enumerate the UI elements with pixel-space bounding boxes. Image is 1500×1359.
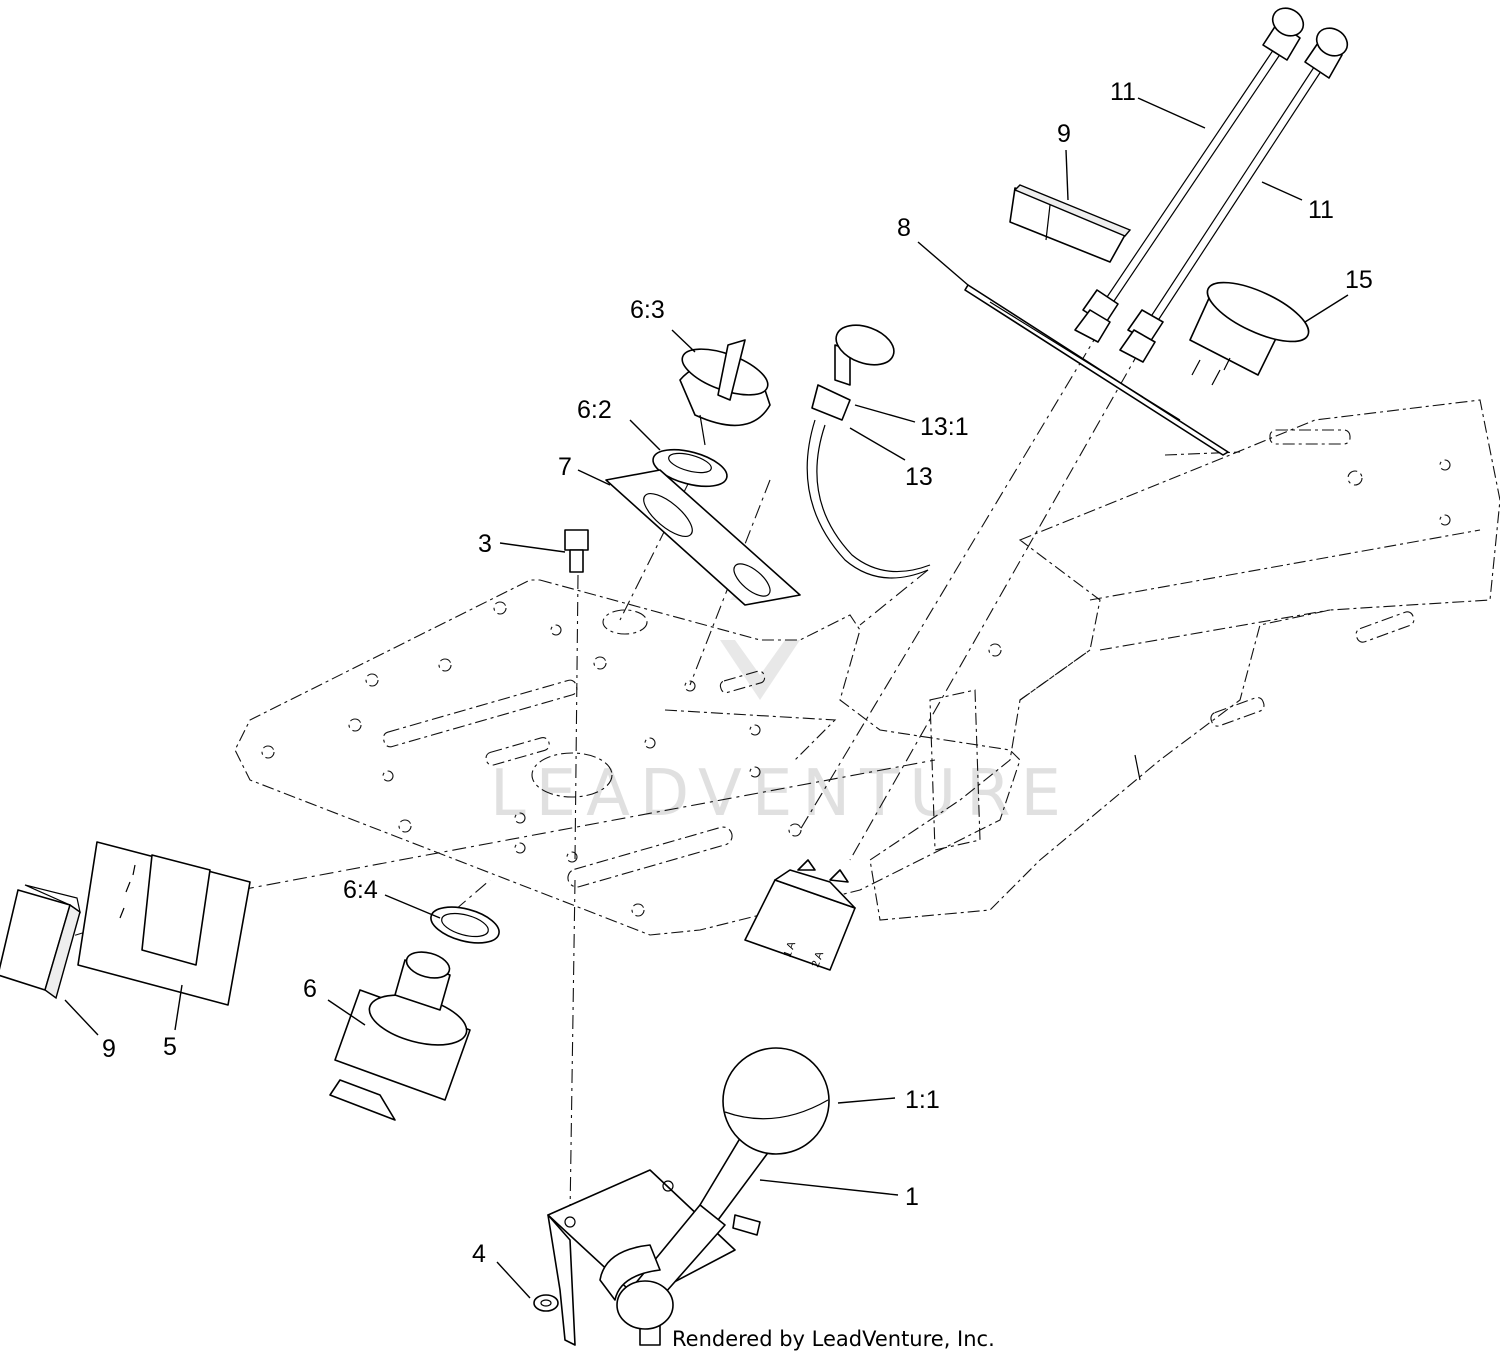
key-6-3	[679, 339, 771, 446]
callout-1: 1	[905, 1183, 919, 1211]
gauge-15	[1189, 281, 1310, 386]
connector-pin-2-mark: 2 A	[810, 949, 827, 969]
callout-6-3: 6:3	[630, 296, 665, 324]
callout-6-2: 6:2	[577, 396, 612, 424]
connector-pin-1-mark: 1 A	[782, 939, 799, 959]
washer-6-4	[430, 906, 500, 944]
callout-4: 4	[472, 1240, 486, 1268]
blade-8	[964, 284, 1229, 456]
callout-13: 13	[905, 463, 933, 491]
callout-labels: 11 11 9 8 15 6:3 6:2 13:1 13 7 3 6:4 6 9…	[102, 78, 1373, 1268]
connector-block: 1 A 2 A	[744, 859, 856, 971]
ignition-switch-6	[329, 951, 471, 1121]
render-credit: Rendered by LeadVenture, Inc.	[672, 1327, 995, 1351]
indicator-lamp-a	[1074, 7, 1305, 343]
nut-6-2	[652, 448, 728, 488]
callout-7: 7	[558, 453, 572, 481]
callout-11-lower: 11	[1308, 196, 1334, 224]
bolt-3	[564, 529, 589, 573]
decal-5	[77, 841, 251, 1006]
leader-lines	[64, 97, 1349, 1299]
callout-9-lower: 9	[102, 1035, 116, 1063]
callout-3: 3	[478, 530, 492, 558]
shift-lever-1	[547, 1047, 830, 1346]
callout-15: 15	[1345, 266, 1373, 294]
watermark-text: LEADVENTURE	[490, 757, 1071, 831]
decal-7	[605, 469, 801, 606]
callout-6: 6	[303, 975, 317, 1003]
cable-13	[806, 324, 931, 579]
indicator-lamp-b	[1119, 27, 1349, 363]
plug-lower	[0, 884, 81, 1000]
nut-4	[533, 1294, 559, 1312]
plug-upper	[1009, 184, 1132, 263]
frame-tower	[869, 399, 1500, 921]
callout-13-1: 13:1	[920, 413, 969, 441]
base-plate	[234, 579, 1021, 936]
callout-1-1: 1:1	[905, 1086, 940, 1114]
callout-8: 8	[897, 214, 911, 242]
callout-6-4: 6:4	[343, 876, 378, 904]
callout-5: 5	[163, 1033, 177, 1061]
callout-9-upper: 9	[1057, 120, 1071, 148]
callout-11-upper: 11	[1110, 78, 1136, 106]
